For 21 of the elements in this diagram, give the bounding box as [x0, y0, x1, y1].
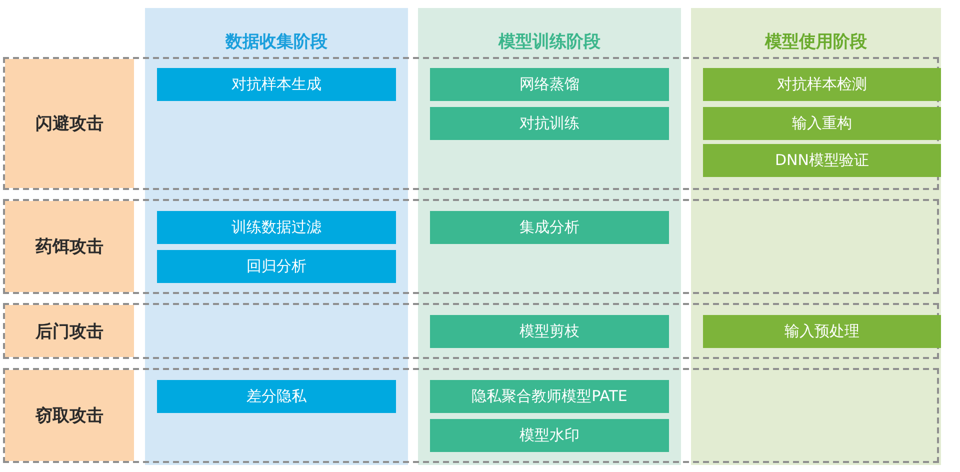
defense-method-tag: 输入预处理 [703, 315, 941, 348]
defense-method-tag: 对抗样本生成 [157, 68, 396, 101]
attack-type-label: 窃取攻击 [5, 370, 134, 461]
defense-method-tag: 模型水印 [430, 419, 669, 452]
defense-method-tag: 模型剪枝 [430, 315, 669, 348]
defense-method-tag: 集成分析 [430, 211, 669, 244]
defense-method-tag: 对抗样本检测 [703, 68, 941, 101]
defense-method-tag: 差分隐私 [157, 380, 396, 413]
stage-heading: 数据收集阶段 [224, 31, 328, 53]
attack-type-label: 后门攻击 [5, 305, 134, 357]
defense-method-tag: 网络蒸馏 [430, 68, 669, 101]
attack-type-label: 闪避攻击 [5, 59, 134, 188]
defense-method-tag: DNN模型验证 [703, 144, 941, 177]
stage-heading: 模型训练阶段 [497, 31, 602, 53]
attack-type-label: 药饵攻击 [5, 201, 134, 292]
defense-method-tag: 对抗训练 [430, 107, 669, 140]
defense-method-tag: 隐私聚合教师模型PATE [430, 380, 669, 413]
stage-heading: 模型使用阶段 [764, 31, 868, 53]
defense-method-tag: 输入重构 [703, 107, 941, 140]
defense-method-tag: 训练数据过滤 [157, 211, 396, 244]
defense-method-tag: 回归分析 [157, 250, 396, 283]
